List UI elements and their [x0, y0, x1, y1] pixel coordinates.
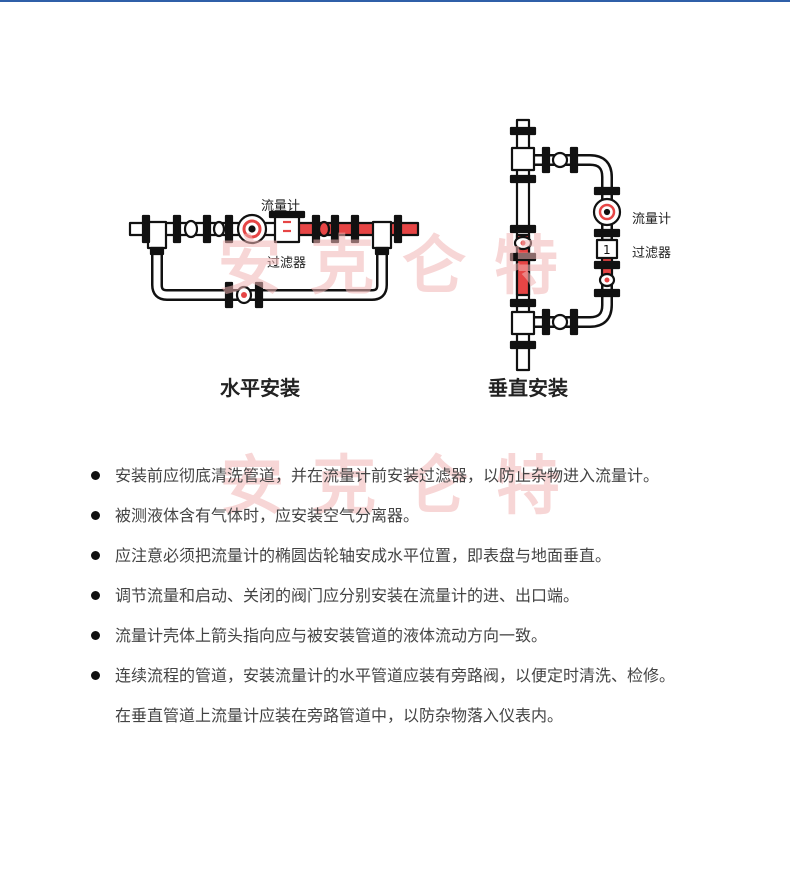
- watermark-lower: 安克仑特: [220, 450, 588, 524]
- installation-diagrams: 1: [128, 118, 622, 372]
- note-item: 应注意必须把流量计的椭圆齿轮轴安成水平位置，即表盘与地面垂直。: [88, 542, 778, 582]
- note-text: 应注意必须把流量计的椭圆齿轮轴安成水平位置，即表盘与地面垂直。: [115, 546, 612, 565]
- note-text: 流量计壳体上箭头指向应与被安装管道的液体流动方向一致。: [115, 626, 548, 645]
- note-item: 安装前应彻底清洗管道，并在流量计前安装过滤器，以防止杂物进入流量计。: [88, 462, 778, 502]
- installation-notes-list: 安装前应彻底清洗管道，并在流量计前安装过滤器，以防止杂物进入流量计。 被测液体含…: [88, 462, 778, 742]
- horizontal-meter-label: 流量计: [261, 199, 301, 214]
- vertical-filter-label: 过滤器: [632, 246, 672, 261]
- watermark-upper: 安克仑特: [218, 230, 586, 304]
- note-item: 调节流量和启动、关闭的阀门应分别安装在流量计的进、出口端。: [88, 582, 778, 622]
- note-item: 在垂直管道上流量计应装在旁路管道中，以防杂物落入仪表内。: [88, 702, 778, 742]
- bullet-dot: [91, 551, 100, 560]
- bullet-dot: [91, 671, 100, 680]
- bullet-dot: [91, 631, 100, 640]
- note-item: 连续流程的管道，安装流量计的水平管道应装有旁路阀，以便定时清洗、检修。: [88, 662, 778, 702]
- horizontal-filter-label: 过滤器: [267, 256, 307, 271]
- bullet-dot: [91, 471, 100, 480]
- vertical-meter-label: 流量计: [632, 212, 672, 227]
- note-text: 安装前应彻底清洗管道，并在流量计前安装过滤器，以防止杂物进入流量计。: [115, 466, 660, 485]
- note-item: 被测液体含有气体时，应安装空气分离器。: [88, 502, 778, 542]
- horizontal-install-caption: 水平安装: [220, 376, 300, 400]
- horizontal-diagram: [128, 210, 420, 309]
- svg-text:1: 1: [603, 243, 611, 257]
- note-text: 连续流程的管道，安装流量计的水平管道应装有旁路阀，以便定时清洗、检修。: [115, 666, 676, 685]
- top-accent-rule: [0, 0, 790, 2]
- note-text: 调节流量和启动、关闭的阀门应分别安装在流量计的进、出口端。: [115, 586, 580, 605]
- vertical-install-caption: 垂直安装: [488, 376, 568, 400]
- note-text: 被测液体含有气体时，应安装空气分离器。: [115, 506, 420, 525]
- vertical-diagram: 1: [509, 118, 622, 372]
- note-text: 在垂直管道上流量计应装在旁路管道中，以防杂物落入仪表内。: [115, 706, 564, 725]
- bullet-dot: [91, 591, 100, 600]
- note-item: 流量计壳体上箭头指向应与被安装管道的液体流动方向一致。: [88, 622, 778, 662]
- bullet-dot: [91, 511, 100, 520]
